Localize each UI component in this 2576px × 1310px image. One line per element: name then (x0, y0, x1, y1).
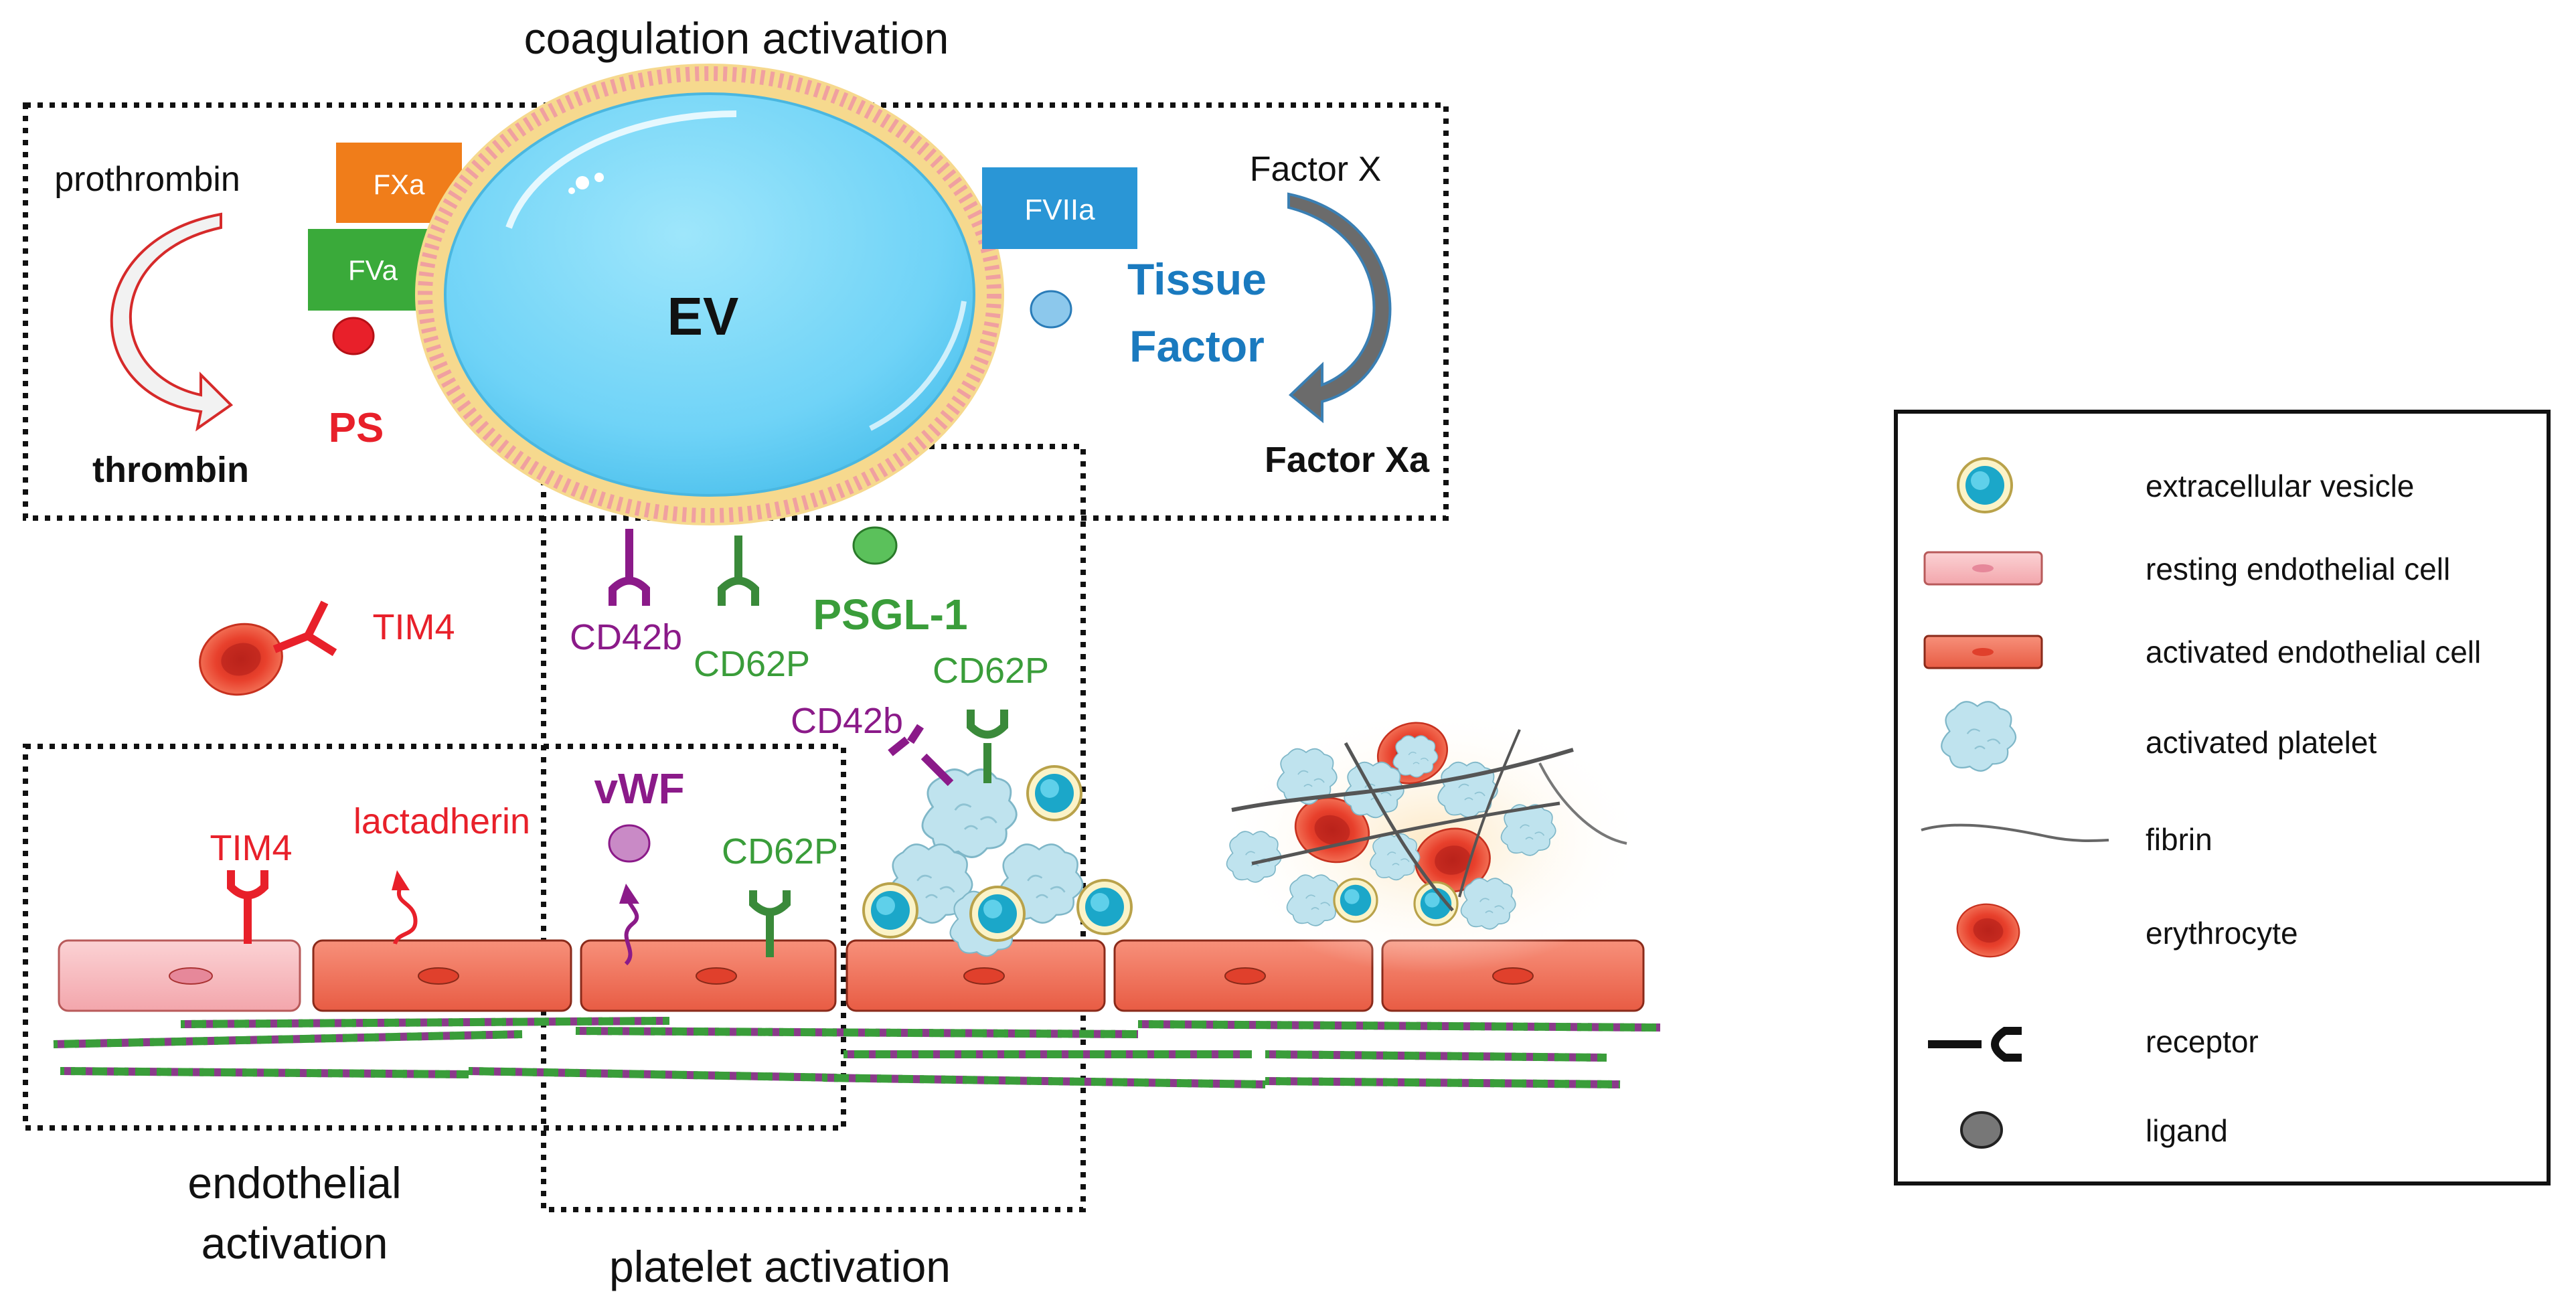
factor-x-label: Factor X (1250, 150, 1382, 189)
legend-label: ligand (2146, 1113, 2228, 1148)
fva-label: FVa (348, 254, 398, 286)
platelet-aggregate (862, 765, 1133, 957)
endothelial-title-line2: activation (202, 1218, 388, 1268)
legend-item-activated-endothelial-cell: activated endothelial cell (1923, 635, 2481, 669)
resting-endothelial-cell-icon (1923, 551, 2043, 586)
psgl1-ligand-icon (852, 526, 898, 565)
tissue-factor-label-line1: Tissue (1127, 254, 1267, 304)
tim4-rbc-receptor-icon (272, 600, 337, 657)
legend-item-receptor: receptor (1928, 1024, 2259, 1062)
vwf-label: vWF (594, 764, 684, 813)
tim4-cell-label: TIM4 (210, 828, 292, 868)
coagulation-title: coagulation activation (524, 13, 949, 63)
cd42b-platelet-label: CD42b (791, 701, 903, 741)
tissue-factor-ligand-icon (1030, 290, 1072, 329)
psgl1-label: PSGL-1 (813, 590, 967, 639)
ps-ligand-icon (332, 317, 375, 355)
legend-label: activated platelet (2146, 725, 2377, 760)
lactadherin-ligand-icon (392, 870, 418, 945)
legend-label: receptor (2146, 1024, 2259, 1059)
endothelial-cells (58, 939, 1645, 1012)
receptor-icon (1928, 1027, 2022, 1062)
legend-item-erythrocyte: erythrocyte (1952, 898, 2298, 963)
prothrombin-label: prothrombin (54, 160, 240, 199)
legend-label: resting endothelial cell (2146, 552, 2450, 586)
tim4-rbc-label: TIM4 (372, 607, 455, 647)
legend-box (1894, 410, 2551, 1185)
extracellular-vesicle-icon (1957, 457, 2013, 513)
platelet-title: platelet activation (609, 1242, 951, 1291)
cd62p-platelet-receptor-icon (967, 710, 1008, 783)
erythrocyte-tim4-icon (191, 614, 291, 705)
cd42b-ev-label: CD42b (570, 617, 682, 657)
cd42b-receptor-icon (609, 529, 650, 606)
ligand-icon (1960, 1111, 2003, 1149)
ev-vesicle-icon (415, 64, 1004, 525)
cd42b-platelet-receptor-icon (888, 724, 954, 787)
legend-label: extracellular vesicle (2146, 469, 2414, 503)
collagen-fibers (53, 1017, 1661, 1088)
legend-label: fibrin (2146, 822, 2212, 857)
fibrin-icon (1921, 823, 2109, 842)
activated-endothelial-cell-icon (1923, 635, 2043, 669)
cd62p-cell-label: CD62P (722, 831, 838, 872)
legend-item-extracellular-vesicle: extracellular vesicle (1957, 457, 2414, 513)
legend-label: activated endothelial cell (2146, 635, 2481, 669)
cd62p-ev-label: CD62P (694, 644, 810, 684)
fviia-label: FVIIa (1024, 193, 1095, 226)
legend-item-fibrin: fibrin (1921, 822, 2212, 857)
fviia-box (982, 167, 1137, 249)
endothelial-box (23, 744, 846, 1131)
activated-platelet-icon (1941, 701, 2017, 772)
legend-item-resting-endothelial-cell: resting endothelial cell (1923, 551, 2450, 586)
cd62p-receptor-icon (718, 536, 759, 606)
fxa-label: FXa (373, 169, 425, 200)
endothelial-title-line1: endothelial (187, 1158, 401, 1208)
lactadherin-label: lactadherin (353, 801, 530, 841)
vwf-ligand-icon (608, 824, 651, 863)
cd62p-cell-receptor-icon (749, 890, 791, 957)
ps-label: PS (329, 405, 384, 451)
legend-item-activated-platelet: activated platelet (1941, 701, 2377, 772)
tim4-cell-receptor-icon (227, 870, 268, 944)
factor-xa-label: Factor Xa (1265, 440, 1430, 480)
cd62p-platelet-label: CD62P (933, 651, 1049, 691)
legend-label: erythrocyte (2146, 916, 2298, 951)
thrombin-label: thrombin (92, 450, 249, 490)
legend-item-ligand: ligand (1960, 1111, 2228, 1149)
curved-arrow-left-icon (110, 212, 234, 432)
ev-label: EV (667, 286, 739, 346)
thrombus (1218, 706, 1647, 974)
tissue-factor-label-line2: Factor (1129, 321, 1265, 371)
vwf-anchor-icon (619, 884, 639, 966)
curved-arrow-right-icon (1287, 192, 1392, 424)
